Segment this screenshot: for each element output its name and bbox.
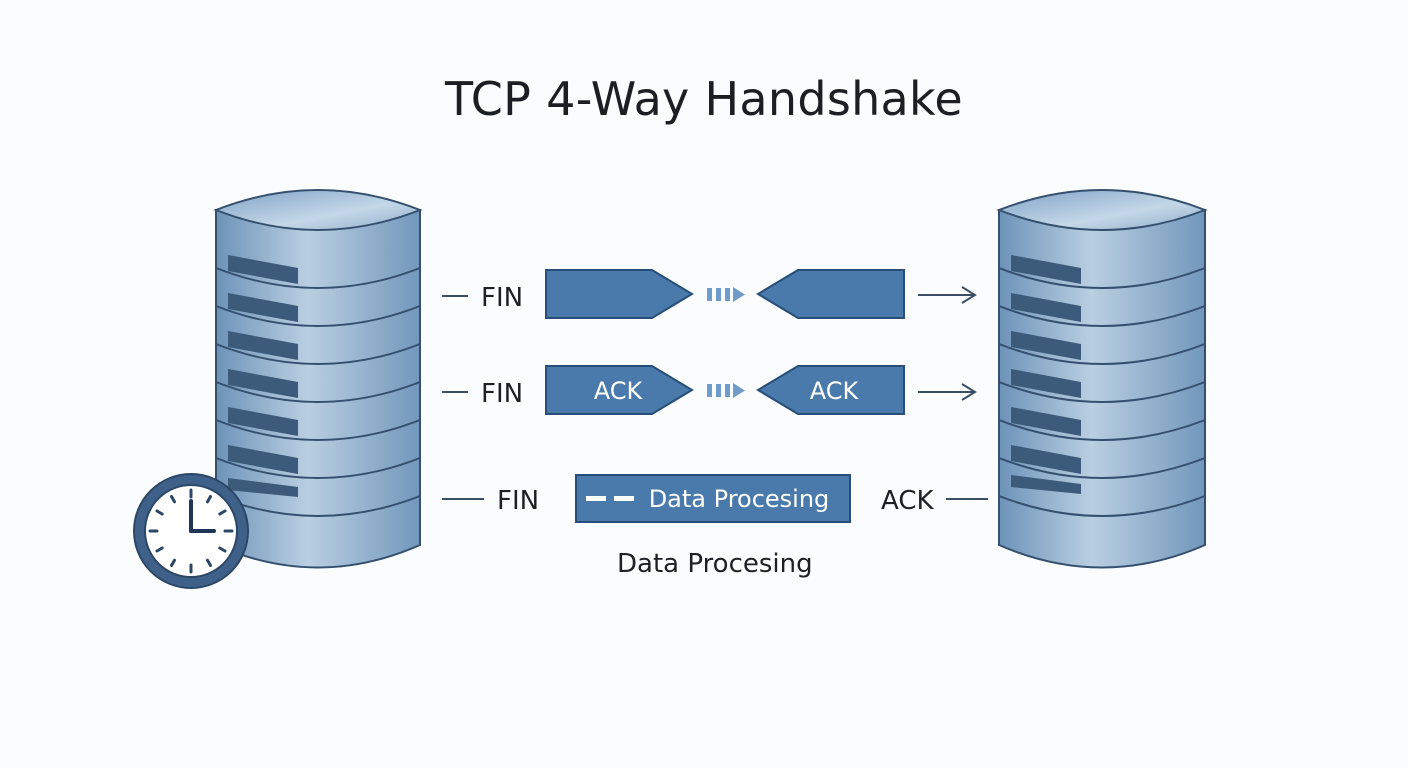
row2-fin-label: FIN xyxy=(481,379,524,409)
row1-dotted-arrow-icon xyxy=(707,287,745,302)
data-processing-box-label: Data Procesing xyxy=(649,485,830,513)
processing-dash-icon xyxy=(614,496,634,501)
row1-right-packet xyxy=(756,269,905,319)
row2-left-packet xyxy=(545,365,694,415)
left-server-icon xyxy=(213,189,423,569)
row2-dotted-arrow-icon xyxy=(707,383,745,398)
row1-fin-label: FIN xyxy=(481,283,524,313)
row1-right-arrow-icon xyxy=(918,286,977,304)
row2-right-packet xyxy=(756,365,905,415)
row3-ack-label: ACK xyxy=(881,486,934,516)
row3-fin-label: FIN xyxy=(497,486,540,516)
row2-left-packet-label: ACK xyxy=(594,377,644,405)
diagram-title: TCP 4-Way Handshake xyxy=(445,72,963,126)
clock-icon xyxy=(133,473,249,589)
processing-dash-icon xyxy=(586,496,606,501)
row1-left-packet xyxy=(545,269,694,319)
row2-right-arrow-icon xyxy=(918,383,977,401)
right-server-icon xyxy=(996,189,1208,569)
data-processing-caption: Data Procesing xyxy=(617,549,813,579)
row2-right-packet-label: ACK xyxy=(810,377,860,405)
